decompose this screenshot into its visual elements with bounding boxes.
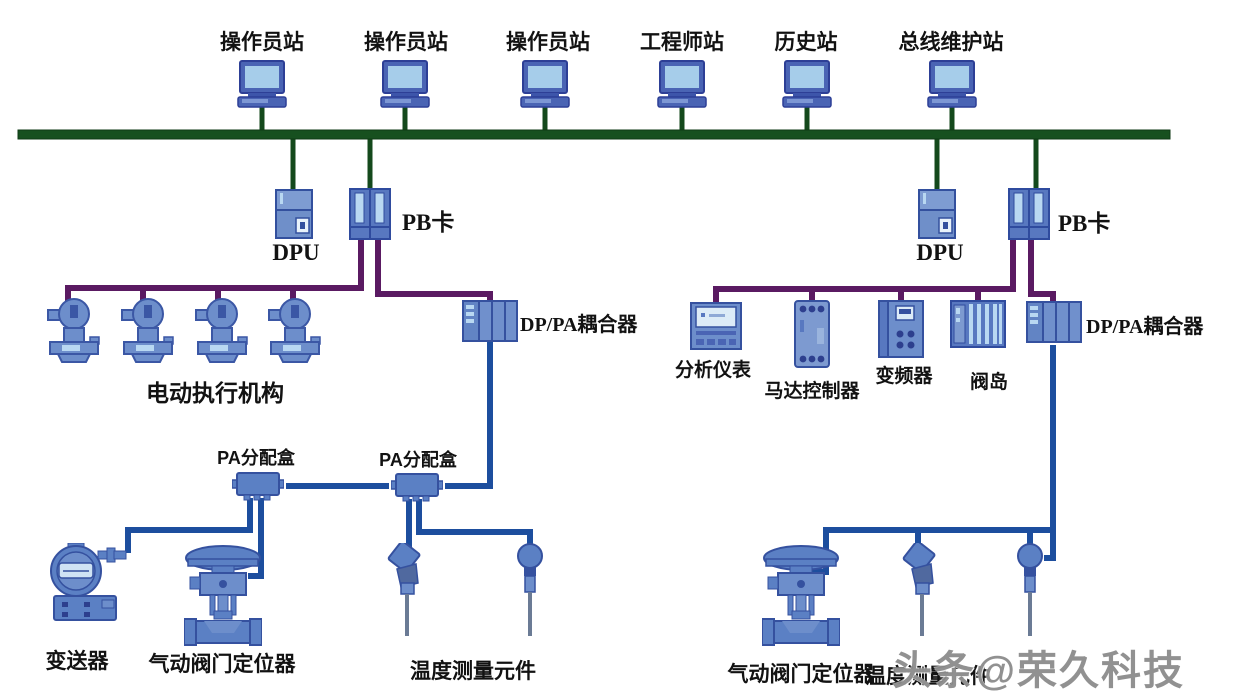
station-label: 操作员站	[220, 31, 304, 54]
dpu-module	[275, 189, 313, 239]
pb-card	[349, 188, 391, 240]
analyzer-instrument	[690, 302, 742, 350]
coupler-label: DP/PA耦合器	[1086, 316, 1204, 338]
workstation-icon	[377, 60, 433, 108]
valve-island	[950, 300, 1006, 348]
dpu-label: DPU	[272, 240, 320, 265]
transmitter-label: 变送器	[45, 650, 109, 673]
dp-pa-coupler	[1026, 301, 1082, 343]
temperature-sensor-icon	[1016, 543, 1044, 638]
station-label: 历史站	[774, 31, 838, 54]
station-label: 工程师站	[640, 31, 724, 54]
electric-actuator	[46, 298, 102, 368]
station-label: 总线维护站	[898, 31, 1004, 54]
pa-junction-box	[231, 470, 285, 502]
pb-card	[1008, 188, 1050, 240]
pressure-transmitter	[46, 542, 128, 623]
temperature-sensor-icon	[387, 540, 423, 638]
pa-box-label: PA分配盒	[379, 450, 457, 470]
station-label: 操作员站	[364, 31, 448, 54]
plant-bus-line	[17, 129, 1171, 140]
dpu-module	[918, 189, 956, 239]
workstation-icon	[779, 60, 835, 108]
pb-card-label: PB卡	[402, 210, 455, 235]
workstation-icon	[654, 60, 710, 108]
dp-pa-coupler	[462, 300, 518, 342]
analyzer-label: 分析仪表	[674, 360, 752, 381]
pneumatic-valve-positioner	[183, 545, 263, 647]
watermark: 头条@荣久科技	[892, 649, 1186, 693]
pneumatic-valve-positioner	[761, 545, 841, 647]
dpu-label: DPU	[916, 240, 964, 265]
valve-positioner-label: 气动阀门定位器	[727, 663, 875, 686]
valve-island-label: 阀岛	[969, 372, 1009, 393]
station-drop-lines	[259, 104, 1039, 192]
actuators-label: 电动执行机构	[146, 380, 284, 406]
motor-controller-label: 马达控制器	[764, 381, 860, 402]
temp-element-label: 温度测量元件	[865, 665, 991, 688]
workstation-icon	[234, 60, 290, 108]
workstation-icon	[924, 60, 980, 108]
temperature-sensor-icon	[516, 543, 544, 638]
electric-actuator	[267, 298, 323, 368]
temperature-sensor-icon	[902, 540, 938, 638]
pb-card-label: PB卡	[1058, 211, 1111, 236]
temp-element-label: 温度测量元件	[410, 660, 536, 683]
vfd-drive	[878, 300, 924, 358]
electric-actuator	[194, 298, 250, 368]
station-label: 操作员站	[506, 31, 590, 54]
workstation-icon	[517, 60, 573, 108]
vfd-label: 变频器	[875, 366, 933, 387]
pa-junction-box	[390, 471, 444, 503]
valve-positioner-label: 气动阀门定位器	[148, 653, 296, 676]
electric-actuator	[120, 298, 176, 368]
pa-box-label: PA分配盒	[217, 448, 295, 468]
dp-bus-lines	[65, 238, 1056, 304]
coupler-label: DP/PA耦合器	[520, 314, 638, 336]
motor-controller	[794, 300, 830, 368]
